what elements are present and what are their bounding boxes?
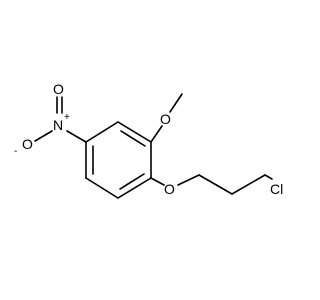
bond-methoxy-o-to-ch3 bbox=[169, 93, 183, 113]
bond-ring-to-methoxy-o bbox=[150, 125, 163, 143]
molecule-diagram: N + O O - O O Cl bbox=[14, 81, 283, 199]
nitro-oxygen-single-label: O bbox=[22, 136, 33, 152]
ring-double-bond-inner-2 bbox=[119, 173, 145, 190]
nitro-nitrogen-charge: + bbox=[64, 112, 70, 123]
ring-double-bond-inner-1 bbox=[120, 130, 146, 147]
nitro-oxygen-double-label: O bbox=[53, 81, 64, 97]
nitro-oxygen-charge: - bbox=[14, 146, 17, 157]
chloropropoxy-chain: O Cl bbox=[150, 174, 283, 197]
ether-oxygen-label: O bbox=[164, 181, 175, 197]
bond-ether-o-to-c1 bbox=[177, 174, 200, 186]
chlorine-label: Cl bbox=[270, 181, 283, 197]
bond-c1-to-c2 bbox=[198, 174, 233, 195]
benzene-ring bbox=[85, 121, 152, 199]
ring-bond-c6-c1 bbox=[85, 121, 119, 143]
bond-ring-to-nitro-n bbox=[66, 130, 87, 143]
bond-c3-to-cl bbox=[264, 174, 273, 180]
methoxy-oxygen-label: O bbox=[160, 111, 171, 127]
ring-bond-c1-c2 bbox=[117, 121, 152, 143]
methoxy-group: O bbox=[150, 93, 183, 143]
nitro-group: N + O O - bbox=[14, 81, 87, 157]
ring-bond-c3-c4 bbox=[117, 177, 152, 199]
ring-bond-c4-c5 bbox=[85, 177, 119, 199]
bond-c2-to-c3 bbox=[231, 174, 266, 195]
bond-n-o-single bbox=[34, 130, 53, 142]
structure-canvas: N + O O - O O Cl bbox=[14, 81, 284, 199]
nitro-nitrogen-label: N bbox=[53, 117, 63, 133]
bond-ring-to-ether-o bbox=[150, 177, 165, 186]
